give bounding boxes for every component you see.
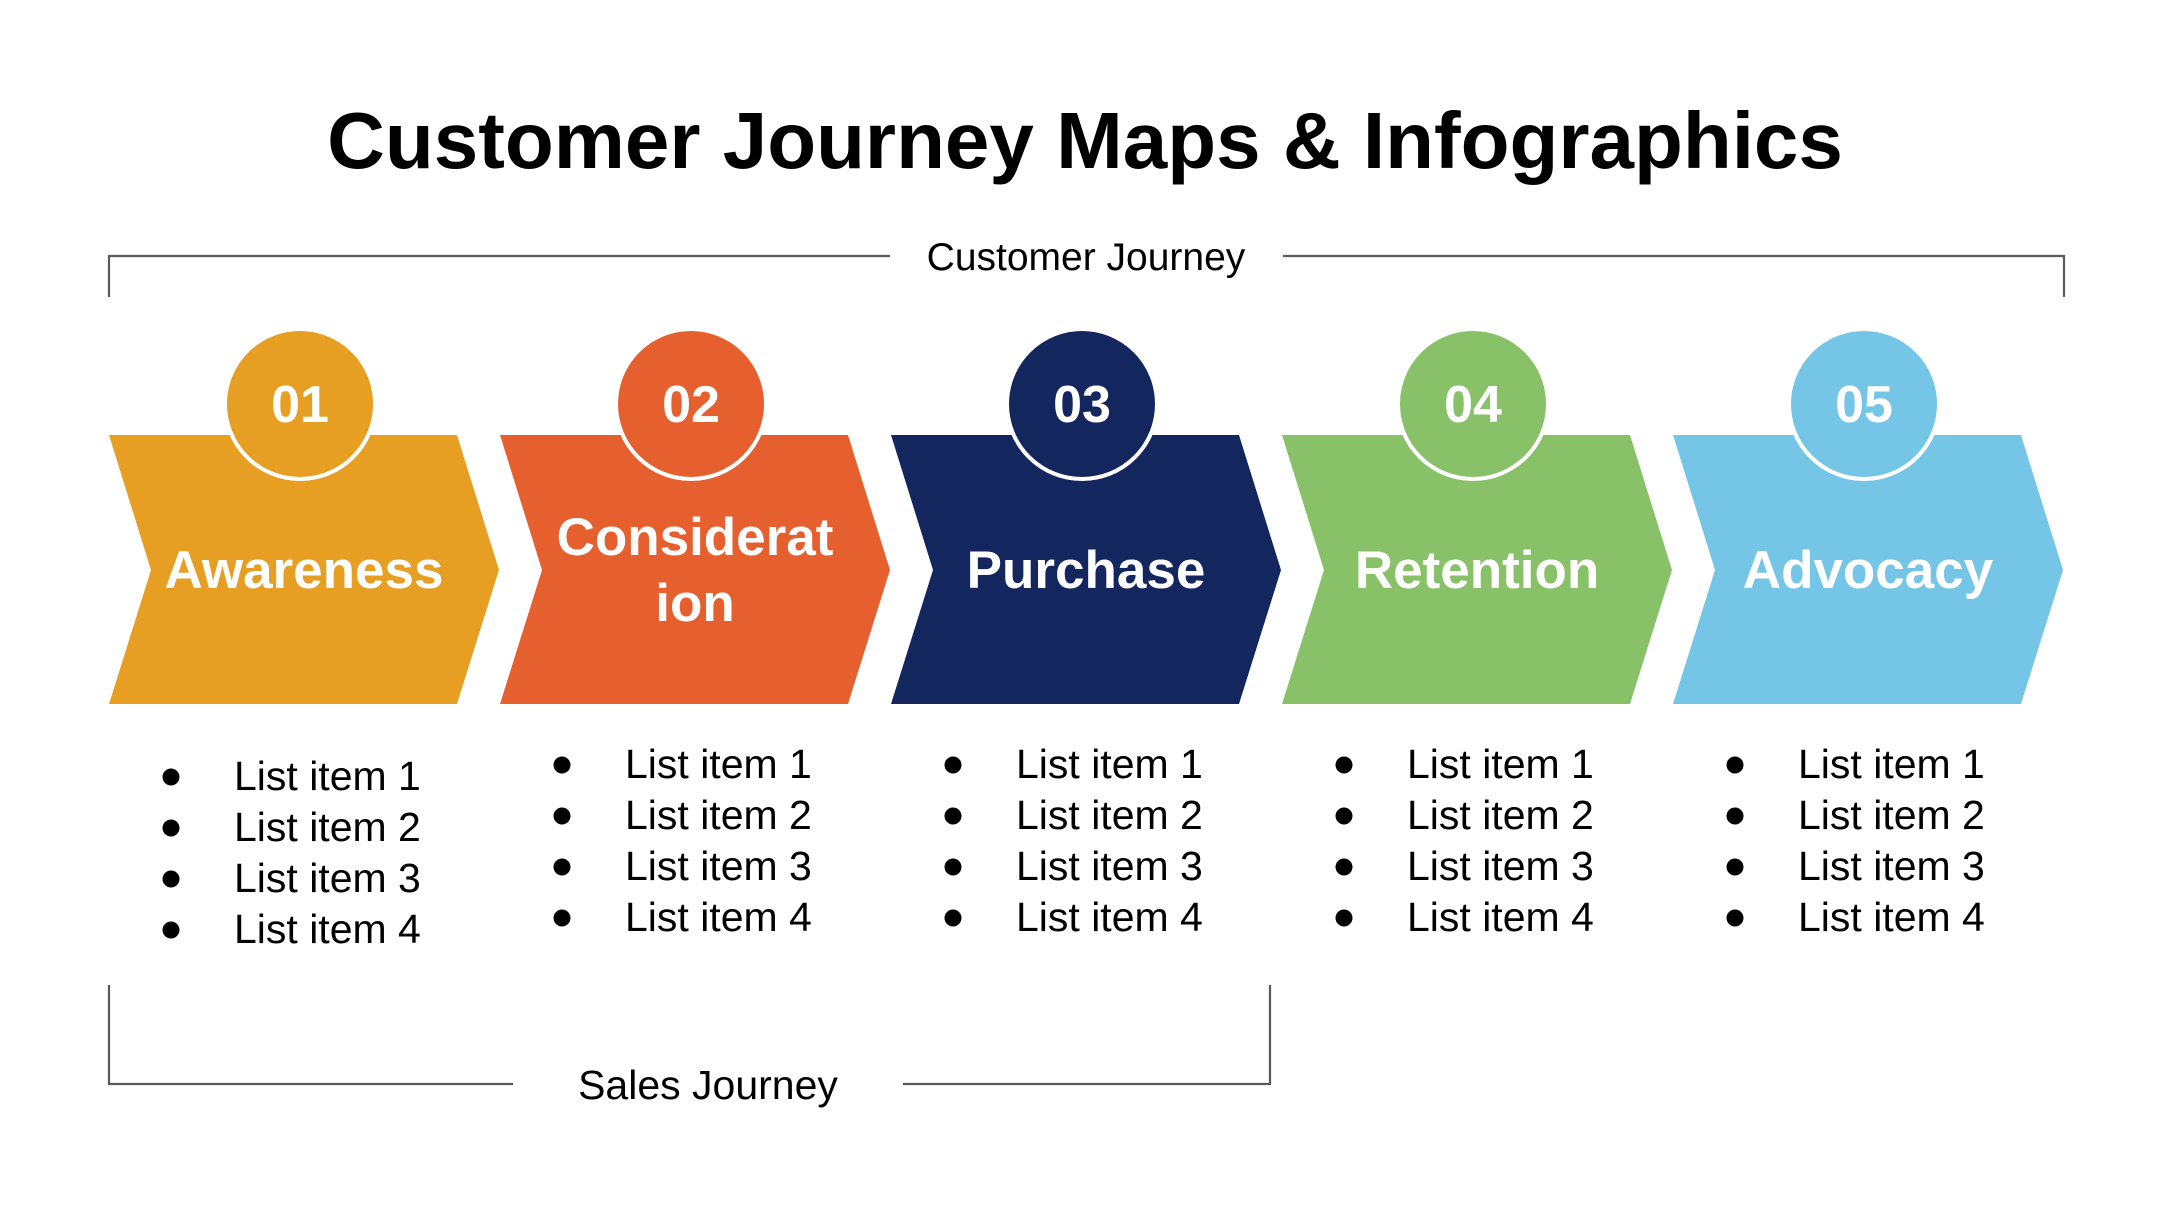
stage-05-number-circle xyxy=(1787,327,1941,481)
list-item: List item 4 xyxy=(1798,894,1985,940)
bullet-dot xyxy=(1335,858,1353,876)
stage-number: 02 xyxy=(662,376,720,434)
customer-journey-label: Customer Journey xyxy=(927,236,1246,279)
bullet-dot xyxy=(1726,756,1744,774)
stage-03-chevron xyxy=(891,435,1281,704)
stage-01-chevron xyxy=(109,435,499,704)
list-item: List item 4 xyxy=(1407,894,1594,940)
list-item: List item 1 xyxy=(1798,741,1985,787)
bullet-dot xyxy=(553,858,571,876)
stage-label: Considerat xyxy=(557,508,834,567)
sales-journey-bracket: Sales Journey xyxy=(107,985,1272,1108)
list-item: List item 2 xyxy=(625,792,812,838)
list-item: List item 1 xyxy=(625,741,812,787)
bullet-dot xyxy=(1335,756,1353,774)
stage-02-number-circle xyxy=(614,327,768,481)
list-item: List item 3 xyxy=(234,855,421,901)
list-item: List item 2 xyxy=(1407,792,1594,838)
list-item: List item 2 xyxy=(1016,792,1203,838)
list-item: List item 3 xyxy=(1407,843,1594,889)
customer-journey-bracket-left-line xyxy=(107,254,890,297)
sales-journey-bracket-right-line xyxy=(903,985,1272,1086)
bullet-dot xyxy=(162,921,180,939)
bullet-dot xyxy=(1335,807,1353,825)
bullet-dot xyxy=(162,870,180,888)
list-item: List item 4 xyxy=(1016,894,1203,940)
bullet-dot xyxy=(1335,909,1353,927)
bullet-dot xyxy=(944,756,962,774)
bullet-dot xyxy=(553,909,571,927)
sales-journey-label: Sales Journey xyxy=(578,1062,838,1108)
stage-01-number-circle xyxy=(223,327,377,481)
stage-label: Purchase xyxy=(967,541,1206,600)
bullet-dot xyxy=(162,768,180,786)
stage-label: Awareness xyxy=(165,541,444,600)
list-item: List item 3 xyxy=(625,843,812,889)
stage-04-chevron xyxy=(1282,435,1672,704)
customer-journey-bracket-right-line xyxy=(1283,254,2066,297)
stage-number: 05 xyxy=(1835,376,1893,434)
stage-number: 04 xyxy=(1444,376,1502,434)
bullet-dot xyxy=(944,909,962,927)
bullet-dot xyxy=(944,807,962,825)
list-item: List item 2 xyxy=(1798,792,1985,838)
stage-label: Advocacy xyxy=(1743,541,1994,600)
stage-label: ion xyxy=(655,574,734,633)
list-item: List item 4 xyxy=(625,894,812,940)
list-item: List item 4 xyxy=(234,906,421,952)
bullet-dot xyxy=(1726,909,1744,927)
stage-04-number-circle xyxy=(1396,327,1550,481)
customer-journey-bracket: Customer Journey xyxy=(107,236,2066,297)
list-item: List item 2 xyxy=(234,804,421,850)
stage-number: 03 xyxy=(1053,376,1111,434)
stage-label: Retention xyxy=(1355,541,1599,600)
list-item: List item 3 xyxy=(1798,843,1985,889)
bullet-dot xyxy=(553,756,571,774)
list-item: List item 1 xyxy=(1407,741,1594,787)
bullet-dot xyxy=(162,819,180,837)
page-title: Customer Journey Maps & Infographics xyxy=(327,96,1843,185)
list-item: List item 1 xyxy=(234,753,421,799)
bullet-dot xyxy=(1726,858,1744,876)
sales-journey-bracket-left-line xyxy=(107,985,513,1086)
bullet-dot xyxy=(1726,807,1744,825)
stage-number: 01 xyxy=(271,376,329,434)
list-item: List item 3 xyxy=(1016,843,1203,889)
bullet-dot xyxy=(944,858,962,876)
stage-03-number-circle xyxy=(1005,327,1159,481)
stage-02-chevron xyxy=(500,435,890,704)
bullet-dot xyxy=(553,807,571,825)
list-item: List item 1 xyxy=(1016,741,1203,787)
stage-05-chevron xyxy=(1673,435,2063,704)
